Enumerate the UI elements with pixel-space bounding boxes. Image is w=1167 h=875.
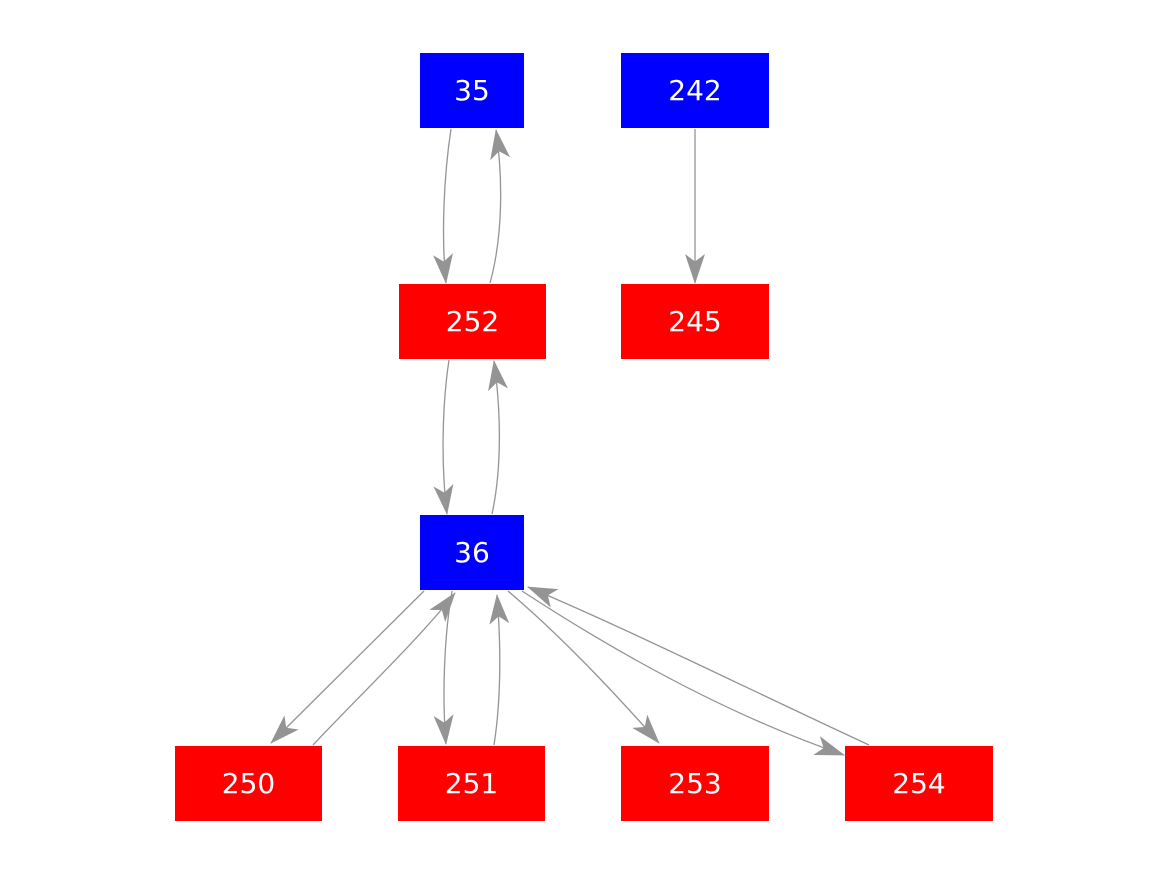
- node-253: 253: [621, 746, 769, 821]
- node-label: 35: [454, 73, 490, 107]
- node-label: 242: [668, 73, 722, 107]
- edge-36-to-252: [488, 360, 508, 515]
- edge-251-to-36: [489, 594, 510, 746]
- edge-36-to-253: [507, 590, 660, 744]
- node-254: 254: [845, 746, 993, 821]
- node-label: 36: [454, 535, 490, 569]
- node-251: 251: [398, 746, 545, 821]
- node-label: 250: [221, 766, 276, 800]
- node-label: 253: [668, 766, 722, 800]
- node-label: 252: [445, 304, 500, 338]
- edge-250-to-36: [312, 592, 456, 746]
- node-245: 245: [621, 284, 769, 359]
- edge-252-to-35: [489, 129, 511, 284]
- node-36: 36: [420, 515, 524, 590]
- edge-36-to-254: [521, 590, 845, 756]
- node-label: 245: [668, 304, 722, 338]
- edge-36-to-250: [270, 590, 425, 744]
- node-242: 242: [621, 53, 769, 128]
- node-label: 251: [444, 766, 499, 800]
- node-35: 35: [420, 53, 524, 128]
- edge-35-to-252: [433, 128, 453, 284]
- edge-254-to-36: [527, 586, 870, 746]
- node-label: 254: [892, 766, 946, 800]
- edge-252-to-36: [433, 359, 454, 515]
- edge-36-to-251: [433, 590, 454, 745]
- node-252: 252: [399, 284, 546, 359]
- node-250: 250: [175, 746, 322, 821]
